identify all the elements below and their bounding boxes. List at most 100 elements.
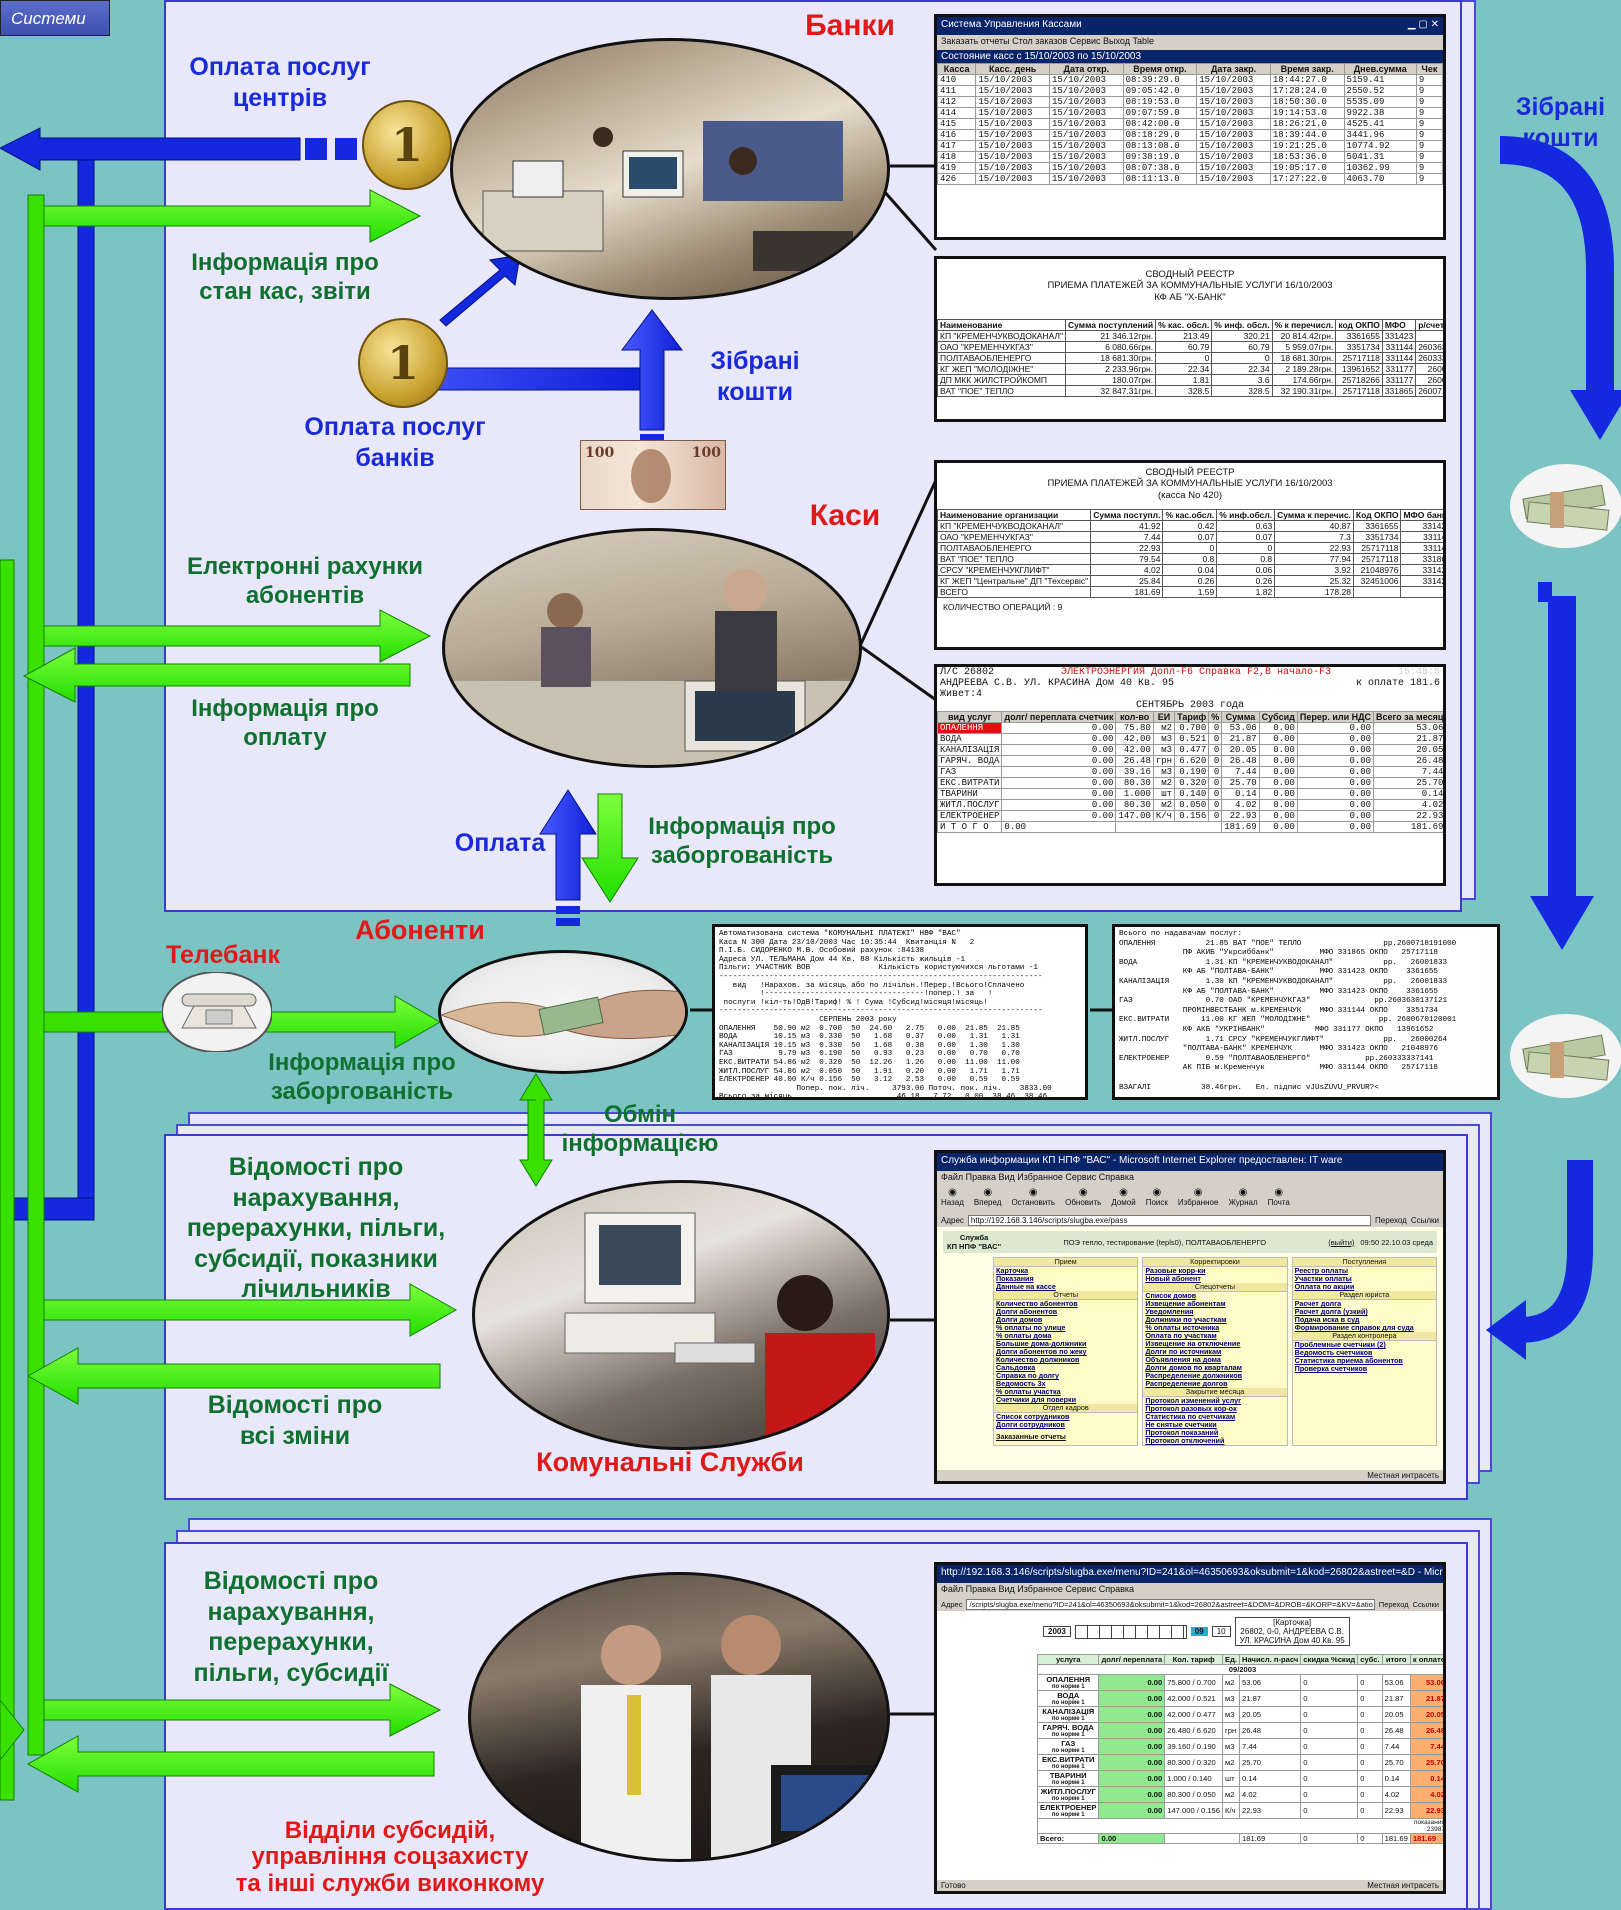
- toolbar-button[interactable]: ◉Назад: [941, 1187, 964, 1213]
- menu-link[interactable]: Оплата по акции: [1294, 1282, 1355, 1291]
- menu-link[interactable]: Распределение долгов: [1145, 1379, 1228, 1388]
- window-controls-icon[interactable]: ▁ ▢ ✕: [1407, 19, 1439, 30]
- menu-link[interactable]: Долги сотрудников: [996, 1420, 1065, 1429]
- menu-link[interactable]: Участки оплаты: [1294, 1274, 1352, 1283]
- month-next[interactable]: 10: [1211, 1626, 1231, 1637]
- menu-link[interactable]: Карточка: [996, 1266, 1029, 1275]
- browser-service-menu[interactable]: Файл Правка Вид Избранное Сервис Справка: [937, 1171, 1443, 1186]
- menu-link[interactable]: Статистика по счетчикам: [1145, 1412, 1236, 1421]
- menu-link[interactable]: Статистика приема абонентов: [1294, 1356, 1403, 1365]
- go-button[interactable]: Переход: [1378, 1600, 1409, 1609]
- menu-link[interactable]: Новый абонент: [1145, 1274, 1201, 1283]
- menu-link[interactable]: Расчет долга (узкий): [1294, 1307, 1368, 1316]
- toolbar-button[interactable]: ◉Поиск: [1146, 1187, 1168, 1213]
- menu-link[interactable]: Извещение абонентам: [1145, 1299, 1226, 1308]
- menu-link[interactable]: Проблемные счетчики (2): [1294, 1340, 1386, 1349]
- menu-link[interactable]: Долги абонентов: [996, 1307, 1058, 1316]
- menu-link[interactable]: Должники по участкам: [1145, 1315, 1227, 1324]
- menu-link[interactable]: Количество абонентов: [996, 1299, 1078, 1308]
- menu-link[interactable]: Счетчики для поверки: [996, 1395, 1077, 1404]
- menu-link[interactable]: Не снятые счетчики: [1145, 1420, 1217, 1429]
- menu-link[interactable]: Список домов: [1145, 1291, 1197, 1300]
- address-input[interactable]: http://192.168.3.146/scripts/slugba.exe/…: [967, 1215, 1372, 1226]
- menu-link[interactable]: % оплаты участка: [996, 1387, 1061, 1396]
- menu-link[interactable]: Извещение на отключение: [1145, 1339, 1241, 1348]
- menu-link[interactable]: Сальдовка: [996, 1363, 1036, 1372]
- menu-link[interactable]: Распределение должников: [1145, 1371, 1243, 1380]
- menu-link[interactable]: Оплата по участкам: [1145, 1331, 1217, 1340]
- toolbar-button[interactable]: ◉Вперед: [974, 1187, 1002, 1213]
- menu-link[interactable]: Количество должников: [996, 1355, 1080, 1364]
- menu-link[interactable]: Большие дома-должники: [996, 1339, 1087, 1348]
- menu-link[interactable]: % оплаты источника: [1145, 1323, 1220, 1332]
- menu-link[interactable]: Долги домов: [996, 1315, 1043, 1324]
- menu-link[interactable]: Данные на кассе: [996, 1282, 1056, 1291]
- menu-link[interactable]: Протокол показаний: [1145, 1428, 1219, 1437]
- menu-link[interactable]: Реестр оплаты: [1294, 1266, 1349, 1275]
- menu-link[interactable]: Список сотрудников: [996, 1412, 1070, 1421]
- toolbar-button[interactable]: ◉Журнал: [1228, 1187, 1257, 1213]
- menu-link[interactable]: Долги по источникам: [1145, 1347, 1222, 1356]
- menu-link[interactable]: Показания: [996, 1274, 1034, 1283]
- menu-link[interactable]: Протокол разовых кор-ок: [1145, 1404, 1237, 1413]
- month-selected[interactable]: 09: [1190, 1627, 1208, 1636]
- menu-link[interactable]: Разовые корр-ки: [1145, 1266, 1206, 1275]
- menu-link[interactable]: % оплаты по улице: [996, 1323, 1066, 1332]
- menu-link[interactable]: Справка по долгу: [996, 1371, 1059, 1380]
- menu-link[interactable]: Протокол отключений: [1145, 1436, 1225, 1445]
- menu-link[interactable]: Проверка счетчиков: [1294, 1364, 1368, 1373]
- menu-link[interactable]: Протокол изменений услуг: [1145, 1396, 1242, 1405]
- menu-link[interactable]: Объявления на дома: [1145, 1355, 1221, 1364]
- menu-link[interactable]: Уведомления: [1145, 1307, 1194, 1316]
- address-input[interactable]: /scripts/slugba.exe/menu?ID=241&ol=46350…: [966, 1599, 1375, 1610]
- menu-link[interactable]: % оплаты дома: [996, 1331, 1052, 1340]
- menu-link[interactable]: Подача иска в суд: [1294, 1315, 1360, 1324]
- menu-link[interactable]: Ведомость 3х: [996, 1379, 1046, 1388]
- links-button[interactable]: Ссылки: [1412, 1600, 1439, 1609]
- kassa-window-menu[interactable]: Заказать отчеты Стол заказов Сервис Выхо…: [937, 35, 1443, 50]
- service-exit-link[interactable]: (выйти): [1328, 1237, 1355, 1247]
- toolbar-button[interactable]: ◉Избранное: [1178, 1187, 1219, 1213]
- go-button[interactable]: Переход: [1375, 1216, 1407, 1225]
- toolbar-button[interactable]: ◉Домой: [1111, 1187, 1135, 1213]
- links-button[interactable]: Ссылки: [1410, 1216, 1439, 1225]
- year-select[interactable]: 2003: [1043, 1626, 1071, 1637]
- menu-link-ordered-reports[interactable]: Заказанные отчеты: [996, 1432, 1066, 1441]
